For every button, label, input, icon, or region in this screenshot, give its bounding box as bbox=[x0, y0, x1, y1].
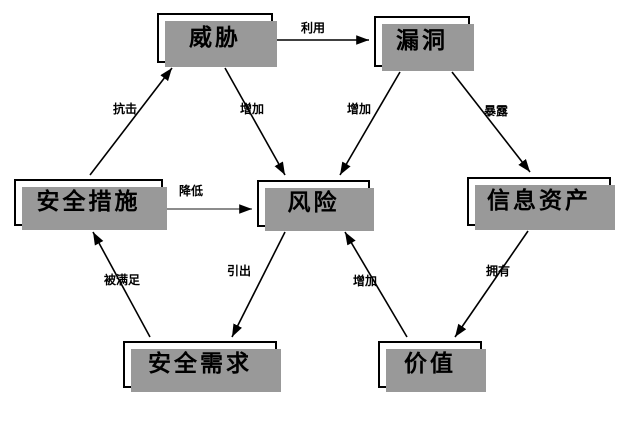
node-security-requirement[interactable]: 安全需求 bbox=[123, 341, 281, 392]
edge-control-counters-threat bbox=[89, 67, 173, 176]
edge-requirement-satisfied-by-control bbox=[92, 231, 151, 338]
edge-label-threat-increases-risk: 增加 bbox=[240, 102, 265, 116]
edge-label-vuln-increases-risk: 增加 bbox=[347, 102, 372, 116]
node-risk-label: 风险 bbox=[287, 190, 340, 216]
node-threat-label: 威胁 bbox=[189, 24, 241, 51]
edge-label-asset-has-value: 拥有 bbox=[486, 264, 511, 278]
edge-risk-derives-requirement bbox=[231, 231, 286, 338]
edge-label-control-reduces-risk: 降低 bbox=[179, 184, 204, 198]
edge-vuln-increases-risk bbox=[339, 71, 401, 176]
edge-threat-increases-risk bbox=[224, 67, 286, 176]
edge-label-control-counters-threat: 抗击 bbox=[113, 102, 138, 116]
node-value-label: 价值 bbox=[404, 351, 456, 377]
node-vulnerability-label: 漏洞 bbox=[396, 28, 448, 54]
node-security-control[interactable]: 安全措施 bbox=[14, 179, 167, 230]
node-information-asset[interactable]: 信息资产 bbox=[467, 177, 615, 230]
node-value[interactable]: 价值 bbox=[378, 341, 486, 392]
edge-label-vuln-exposes-asset: 暴露 bbox=[484, 104, 509, 118]
edge-asset-has-value bbox=[454, 230, 529, 338]
edge-value-increases-risk bbox=[344, 231, 408, 338]
node-risk[interactable]: 风险 bbox=[257, 180, 374, 231]
edge-label-requirement-satisfied-by-control: 被满足 bbox=[104, 273, 141, 287]
edge-label-value-increases-risk: 增加 bbox=[353, 274, 378, 288]
node-security-control-label: 安全措施 bbox=[36, 189, 141, 215]
edge-label-risk-derives-requirement: 引出 bbox=[227, 264, 252, 278]
edge-vuln-exposes-asset bbox=[451, 71, 531, 173]
node-information-asset-label: 信息资产 bbox=[487, 188, 591, 214]
edge-label-threat-exploits-vuln: 利用 bbox=[301, 21, 326, 35]
node-threat[interactable]: 威胁 bbox=[157, 13, 277, 67]
node-security-requirement-label: 安全需求 bbox=[148, 351, 252, 377]
node-vulnerability[interactable]: 漏洞 bbox=[374, 16, 474, 71]
